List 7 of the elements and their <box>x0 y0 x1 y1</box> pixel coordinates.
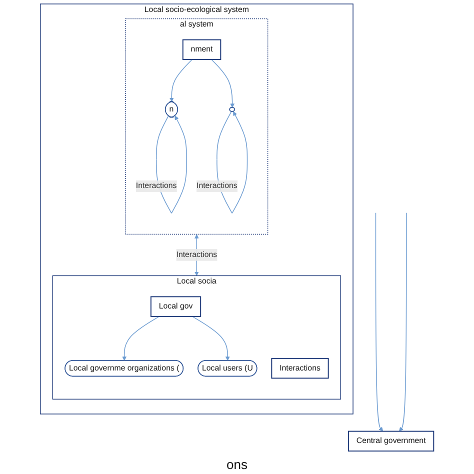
note-text: ons <box>226 457 248 472</box>
arrow <box>375 212 384 432</box>
arrow <box>122 316 160 361</box>
arrow <box>170 59 192 102</box>
arrow <box>192 316 230 361</box>
arrow <box>399 212 407 432</box>
arrow <box>211 59 234 108</box>
